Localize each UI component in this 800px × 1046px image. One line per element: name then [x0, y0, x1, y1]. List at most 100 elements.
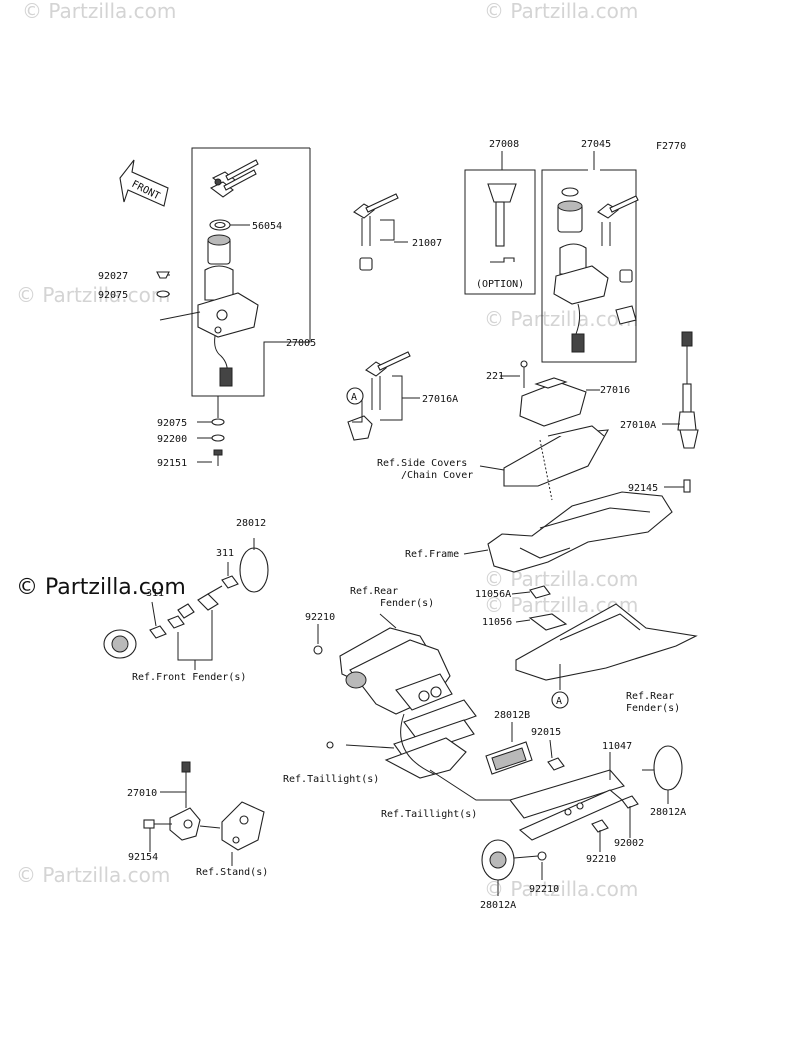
- license-bracket-11047: [429, 739, 625, 841]
- part-number-92210: 92210: [529, 884, 559, 895]
- ref-taillight: Ref.Taillight(s): [381, 809, 477, 820]
- sensor-27010A: [662, 331, 699, 493]
- part-number-92075: 92075: [98, 290, 128, 301]
- callout-a-label: A: [351, 392, 357, 403]
- cylinder-icon: [347, 415, 373, 441]
- tail-light-housing: [313, 613, 477, 779]
- reflector-icon: [239, 547, 269, 593]
- watermark-logo: © Partzilla.com: [16, 575, 186, 600]
- part-number-92210: 92210: [586, 854, 616, 865]
- lower-reflector: [481, 839, 547, 896]
- part-number-27016A: 27016A: [422, 394, 458, 405]
- part-number-92027: 92027: [98, 271, 128, 282]
- nut-icon: [547, 757, 565, 771]
- ref-rear-fender: Fender(s): [380, 598, 434, 609]
- front-arrow: FRONT: [119, 159, 169, 207]
- screw-icon: [683, 479, 691, 493]
- ref-rear-fender: Fender(s): [626, 703, 680, 714]
- rear-fender-assembly: A: [511, 585, 698, 709]
- part-number-92002: 92002: [614, 838, 644, 849]
- part-number-92145: 92145: [628, 483, 658, 494]
- option-key-group: [464, 151, 536, 295]
- ref-rear-fender: Ref.Rear: [626, 691, 674, 702]
- part-number-27010: 27010: [127, 788, 157, 799]
- part-number-27045: 27045: [581, 139, 611, 150]
- watermark: © Partzilla.com: [16, 863, 170, 887]
- ref-rear-fender: Ref.Rear: [350, 586, 398, 597]
- ref-taillight: Ref.Taillight(s): [283, 774, 379, 785]
- nut-icon: [537, 851, 547, 861]
- nut-icon: [591, 819, 609, 833]
- nut-icon: [221, 575, 239, 589]
- ignition-switch-assembly: [156, 147, 311, 466]
- rear-reflector-28012B: [485, 722, 533, 775]
- bracket-27016: [500, 360, 600, 427]
- frame-assembly: [463, 425, 673, 573]
- part-number-28012B: 28012B: [494, 710, 530, 721]
- part-number-92151: 92151: [157, 458, 187, 469]
- part-number-27010A: 27010A: [620, 420, 656, 431]
- part-number-11056A: 11056A: [475, 589, 511, 600]
- part-number-28012A: 28012A: [480, 900, 516, 911]
- watermark: © Partzilla.com: [484, 307, 638, 331]
- washer-icon: [156, 290, 170, 298]
- part-number-92075: 92075: [157, 418, 187, 429]
- part-number-311: 311: [216, 548, 234, 559]
- watermark: © Partzilla.com: [484, 567, 638, 591]
- option-box: [464, 169, 536, 295]
- part-number-311: 311: [146, 588, 164, 599]
- nut-icon: [621, 795, 639, 809]
- callout-a-label: A: [556, 696, 562, 707]
- key-blank-icon: [487, 183, 517, 203]
- callout-a: [551, 691, 569, 709]
- grommet-icon: [156, 271, 170, 279]
- ref-stand: Ref.Stand(s): [196, 867, 268, 878]
- watermarks: © Partzilla.com © Partzilla.com © Partzi…: [16, 0, 638, 901]
- ref-chain-cover: /Chain Cover: [401, 470, 473, 481]
- watermark: © Partzilla.com: [22, 0, 176, 23]
- part-number-11056: 11056: [482, 617, 512, 628]
- key-set-21007: [353, 193, 408, 271]
- watermark: © Partzilla.com: [16, 283, 170, 307]
- reflector-icon: [653, 745, 683, 791]
- part-number-92154: 92154: [128, 852, 158, 863]
- watermark: © Partzilla.com: [484, 0, 638, 23]
- part-number-28012: 28012: [236, 518, 266, 529]
- ref-frame: Ref.Frame: [405, 549, 459, 560]
- part-number-28012A: 28012A: [650, 807, 686, 818]
- switch-body-icon: [204, 265, 234, 301]
- nut-icon: [313, 645, 323, 655]
- ref-front-fender: Ref.Front Fender(s): [132, 672, 246, 683]
- front-reflector-group: [103, 538, 269, 670]
- bracket-icon: [529, 585, 551, 599]
- ref-side-covers: Ref.Side Covers: [377, 458, 467, 469]
- diagram-id: F2770: [656, 141, 686, 152]
- part-number-56054: 56054: [252, 221, 282, 232]
- ignition-set-27045: [541, 151, 639, 363]
- part-number-27005: 27005: [286, 338, 316, 349]
- part-number-27008: 27008: [489, 139, 519, 150]
- bolt-icon: [143, 819, 155, 829]
- connector-icon: [219, 367, 233, 387]
- key-icon: [209, 159, 259, 198]
- screw-icon: [326, 741, 334, 749]
- option-label: (OPTION): [476, 279, 524, 290]
- part-number-11047: 11047: [602, 741, 632, 752]
- callout-a: [346, 387, 364, 405]
- washer-icon: [211, 418, 225, 426]
- connector-icon: [681, 331, 693, 347]
- part-number-21007: 21007: [412, 238, 442, 249]
- part-number-92200: 92200: [157, 434, 187, 445]
- key-set-27016A: A: [346, 351, 420, 441]
- right-reflector: [591, 745, 683, 852]
- washer-icon: [211, 434, 225, 442]
- part-number-221: 221: [486, 371, 504, 382]
- watermark: © Partzilla.com: [484, 877, 638, 901]
- side-stand-switch: [143, 761, 265, 866]
- part-number-92015: 92015: [531, 727, 561, 738]
- nut-icon: [149, 625, 167, 639]
- cylinder-icon: [359, 257, 373, 271]
- part-number-92210: 92210: [305, 612, 335, 623]
- part-number-27016: 27016: [600, 385, 630, 396]
